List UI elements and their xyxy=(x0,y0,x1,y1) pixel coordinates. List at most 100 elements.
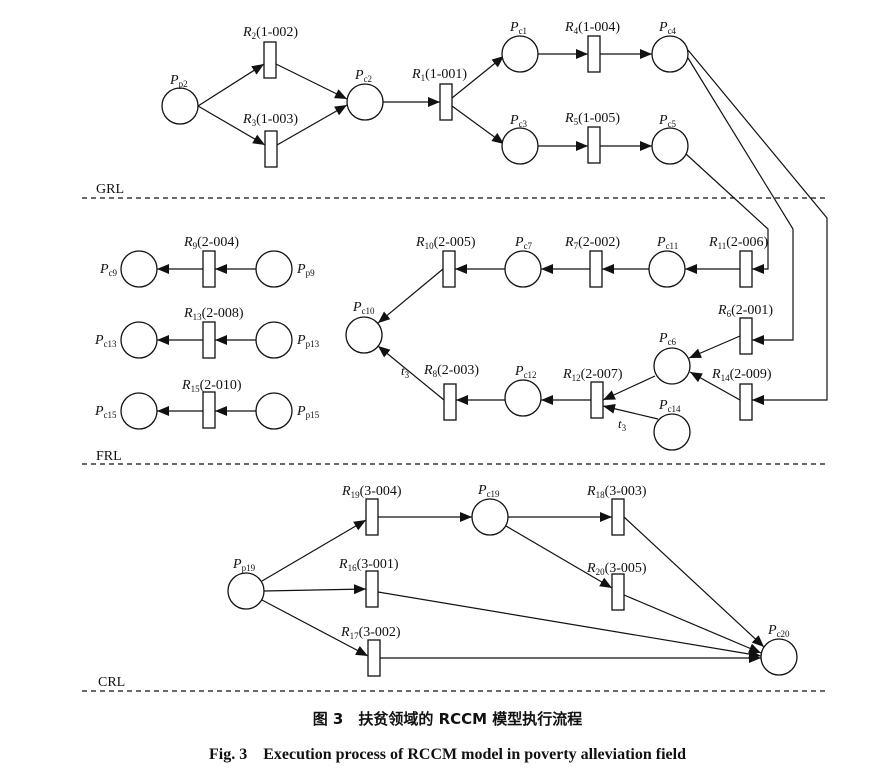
arc-pc5-r11 xyxy=(685,153,769,274)
place-label-pc6: Pc6 xyxy=(658,331,677,347)
place-pc4 xyxy=(651,35,689,73)
transition-r14 xyxy=(739,383,753,421)
place-pc3 xyxy=(501,127,539,165)
place-label-pc2: Pc2 xyxy=(354,68,372,84)
place-label-pc11: Pc11 xyxy=(656,235,678,251)
place-label-pc12: Pc12 xyxy=(514,364,537,380)
place-pp15 xyxy=(255,392,293,430)
arc-pp19-r16 xyxy=(263,584,367,595)
place-pc9 xyxy=(120,250,158,288)
place-label-pc7: Pc7 xyxy=(514,235,533,251)
transition-label-r12: R12(2-007) xyxy=(562,367,623,383)
transition-label-r18: R18(3-003) xyxy=(586,484,647,500)
place-label-pc5: Pc5 xyxy=(658,113,677,129)
transition-label-r16: R16(3-001) xyxy=(338,557,399,573)
arc-pc14-r12 xyxy=(602,403,659,420)
transition-label-r17: R17(3-002) xyxy=(340,625,401,641)
place-label-pp15: Pp15 xyxy=(296,404,320,420)
arc-r16-pc20 xyxy=(377,591,762,659)
transition-label-r15: R15(2-010) xyxy=(181,378,242,394)
figure-caption-cn: 图 3 扶贫领域的 RCCM 模型执行流程 xyxy=(312,710,583,728)
arc-r10-pc10 xyxy=(377,268,444,324)
transition-r7 xyxy=(589,250,603,288)
transition-r13 xyxy=(202,321,216,359)
place-pc14 xyxy=(653,413,691,451)
arc-pc6-r12 xyxy=(602,375,656,401)
transition-r17 xyxy=(367,639,381,677)
transition-r20 xyxy=(611,573,625,611)
place-label-pc13: Pc13 xyxy=(94,333,117,349)
transition-r3 xyxy=(264,130,278,168)
arc-r8-pc10 xyxy=(377,345,445,401)
transition-r12 xyxy=(590,381,604,419)
place-label-pc14: Pc14 xyxy=(658,398,681,414)
transition-r19 xyxy=(365,498,379,536)
transition-label-r19: R19(3-004) xyxy=(341,484,402,500)
transition-label-r6: R6(2-001) xyxy=(717,303,773,319)
place-pc5 xyxy=(651,127,689,165)
arc-pp19-r19 xyxy=(261,519,367,582)
transition-label-r4: R4(1-004) xyxy=(564,20,620,36)
place-label-pp19: Pp19 xyxy=(232,557,256,573)
place-pp2 xyxy=(161,87,199,125)
transition-label-r8: R8(2-003) xyxy=(423,363,479,379)
place-pp9 xyxy=(255,250,293,288)
arc-pc19-r20 xyxy=(505,525,613,589)
arc-r14-pc6 xyxy=(689,371,741,401)
place-label-pp9: Pp9 xyxy=(296,262,315,278)
time-label-t3b: t3 xyxy=(618,416,627,433)
transition-label-r1: R1(1-001) xyxy=(411,67,467,83)
transition-r9 xyxy=(202,250,216,288)
transition-label-r3: R3(1-003) xyxy=(242,112,298,128)
transition-r8 xyxy=(443,383,457,421)
place-label-pc20: Pc20 xyxy=(767,623,790,639)
arc-r1-pc3 xyxy=(451,105,505,145)
place-pc19 xyxy=(471,498,509,536)
place-pp19 xyxy=(227,572,265,610)
place-pc10 xyxy=(345,316,383,354)
place-pc11 xyxy=(648,250,686,288)
transition-r1 xyxy=(439,83,453,121)
transition-r11 xyxy=(739,250,753,288)
arc-r1-pc1 xyxy=(451,55,505,99)
layer-label-frl: FRL xyxy=(96,449,122,464)
transition-label-r20: R20(3-005) xyxy=(586,561,647,577)
time-label-t3a: t3 xyxy=(401,363,410,380)
transition-label-r10: R10(2-005) xyxy=(415,235,476,251)
transition-r2 xyxy=(263,41,277,79)
arc-pc4-r6 xyxy=(687,57,794,345)
arc-pp2-r2 xyxy=(197,63,265,107)
arc-r18-pc20 xyxy=(623,516,765,648)
transition-r18 xyxy=(611,498,625,536)
transition-r10 xyxy=(442,250,456,288)
transition-label-r7: R7(2-002) xyxy=(564,235,620,251)
place-pc15 xyxy=(120,392,158,430)
transition-label-r9: R9(2-004) xyxy=(183,235,239,251)
place-label-pp13: Pp13 xyxy=(296,333,320,349)
place-label-pc10: Pc10 xyxy=(352,300,375,316)
arc-pc4-r14 xyxy=(687,49,828,405)
arc-pp2-r3 xyxy=(197,105,266,146)
place-label-pc19: Pc19 xyxy=(477,483,500,499)
place-pc7 xyxy=(504,250,542,288)
place-pp13 xyxy=(255,321,293,359)
transition-label-r14: R14(2-009) xyxy=(711,367,772,383)
arc-pp19-r17 xyxy=(261,599,369,657)
arc-r3-pc2 xyxy=(276,104,348,146)
transition-r15 xyxy=(202,391,216,429)
place-label-pc3: Pc3 xyxy=(509,113,528,129)
place-label-pp2: Pp2 xyxy=(169,73,188,89)
place-pc20 xyxy=(760,638,798,676)
transition-label-r11: R11(2-006) xyxy=(708,235,769,251)
place-pc2 xyxy=(346,83,384,121)
transition-label-r5: R5(1-005) xyxy=(564,111,620,127)
place-pc13 xyxy=(120,321,158,359)
place-label-pc15: Pc15 xyxy=(94,404,117,420)
layer-label-grl: GRL xyxy=(96,182,124,197)
transition-label-r2: R2(1-002) xyxy=(242,25,298,41)
arc-r6-pc6 xyxy=(688,335,741,359)
arc-r20-pc20 xyxy=(623,594,762,654)
transition-label-r13: R13(2-008) xyxy=(183,306,244,322)
place-label-pc1: Pc1 xyxy=(509,20,527,36)
